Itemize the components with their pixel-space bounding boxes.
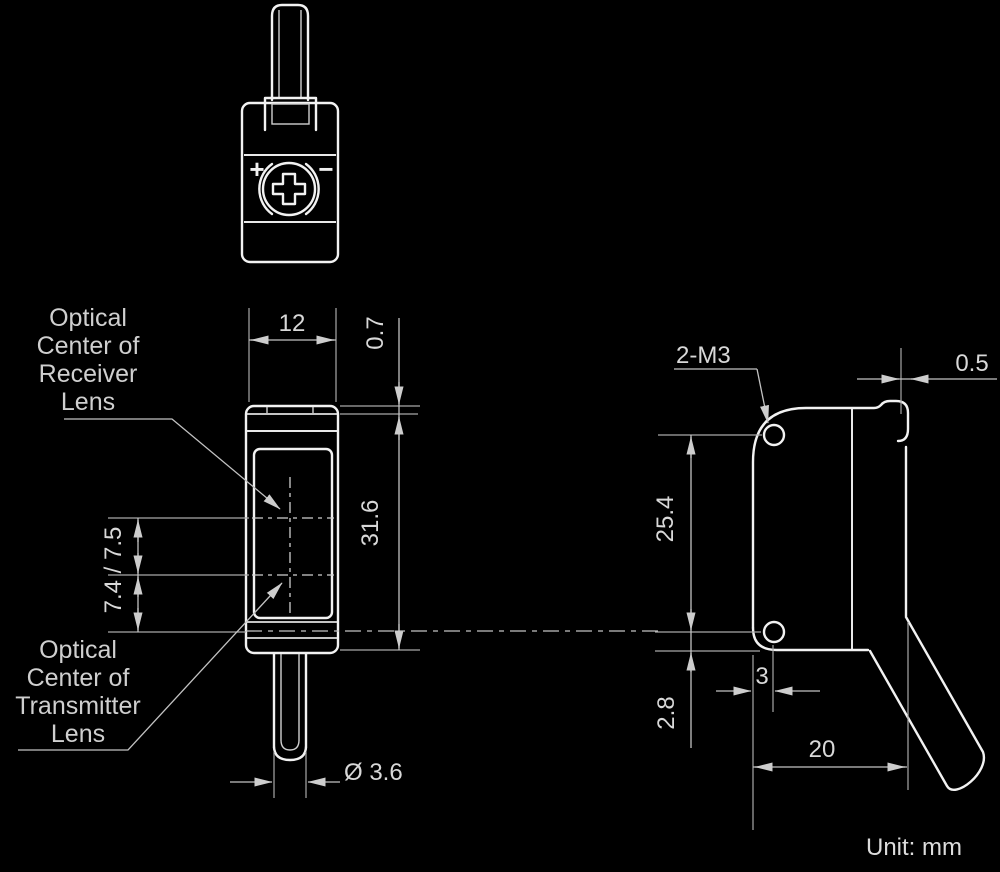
transmitter-label-line1: Optical: [39, 636, 117, 664]
dim-hole-edge-offset-label: 3: [755, 663, 768, 690]
dim-top-lip-label: 0.7: [362, 316, 389, 349]
dim-body-height-label: 31.6: [357, 500, 384, 547]
cable-top-inner: [278, 10, 302, 97]
side-cable-diagonal: [868, 615, 986, 791]
front-body-outline: [244, 404, 340, 655]
mounting-hole-bottom: [762, 620, 786, 644]
dim-front-lip-label: 0.5: [955, 350, 988, 377]
dim-bottom-offset: 2.8: [653, 632, 760, 748]
transmitter-label-line2: Center of: [27, 664, 130, 692]
cable-bottom-outline: [272, 652, 308, 762]
dim-optical-centers-label: 7.4 / 7.5: [100, 527, 127, 614]
transmitter-leader-line: [18, 582, 283, 751]
receiver-label-line2: Center of: [37, 332, 140, 360]
unit-note: Unit: mm: [866, 834, 962, 861]
dim-mounting-holes-label: 2-M3: [676, 342, 731, 369]
dim-lip-and-height: 0.7 31.6: [340, 316, 420, 651]
front-bottom-lines: [247, 621, 337, 639]
side-body-outline: [751, 399, 910, 630]
top-body-outline: [240, 101, 340, 264]
dim-hole-pitch: 25.4: [652, 434, 762, 633]
adjuster-guard-arcs: [258, 162, 320, 216]
receiver-leader-line: [64, 418, 281, 510]
adjuster-cross-slot: [271, 172, 307, 206]
sensitivity-adjuster-dial: [261, 161, 317, 217]
receiver-label-line4: Lens: [61, 388, 115, 416]
cable-bottom-inner: [280, 654, 300, 751]
mounting-hole-top: [762, 423, 786, 447]
minus-symbol: −: [318, 154, 333, 184]
dim-cable-diameter: Ø 3.6: [230, 752, 403, 798]
top-body-divider-lines: [244, 154, 336, 223]
transmitter-label-line3: Transmitter: [15, 692, 140, 720]
dim-bottom-offset-label: 2.8: [653, 696, 680, 729]
dim-front-lip: 0.5: [857, 348, 997, 414]
dim-hole-pitch-label: 25.4: [652, 496, 679, 543]
dim-body-depth: 20: [752, 622, 909, 830]
cable-connector-block: [263, 96, 318, 132]
side-body-bottom: [751, 626, 870, 652]
side-view: [751, 399, 986, 791]
callout-mounting-holes: 2-M3: [674, 342, 769, 424]
dim-top-width-label: 12: [279, 310, 306, 337]
dim-hole-edge-offset: 3: [716, 645, 820, 712]
lens-window-outline: [252, 447, 334, 620]
front-top-ticks: [266, 407, 314, 413]
dim-optical-centers: 7.4 / 7.5: [100, 517, 249, 633]
dim-body-depth-label: 20: [809, 736, 836, 763]
annotations: Optical Center of Receiver Lens Optical …: [15, 304, 962, 861]
front-view: [244, 404, 340, 762]
dim-cable-diameter-label: Ø 3.6: [344, 759, 403, 786]
top-view: + −: [240, 3, 340, 264]
transmitter-label-line4: Lens: [51, 720, 105, 748]
cable-top-outline: [270, 3, 310, 102]
receiver-label-line3: Receiver: [39, 360, 138, 388]
dimensions: 12 0.7 31.6 7.4 / 7.5 Ø 3.6: [100, 308, 997, 830]
receiver-label-line1: Optical: [49, 304, 127, 332]
plus-symbol: +: [249, 154, 264, 184]
dim-top-width: 12: [248, 308, 337, 402]
cable-connector-inner: [271, 103, 310, 125]
